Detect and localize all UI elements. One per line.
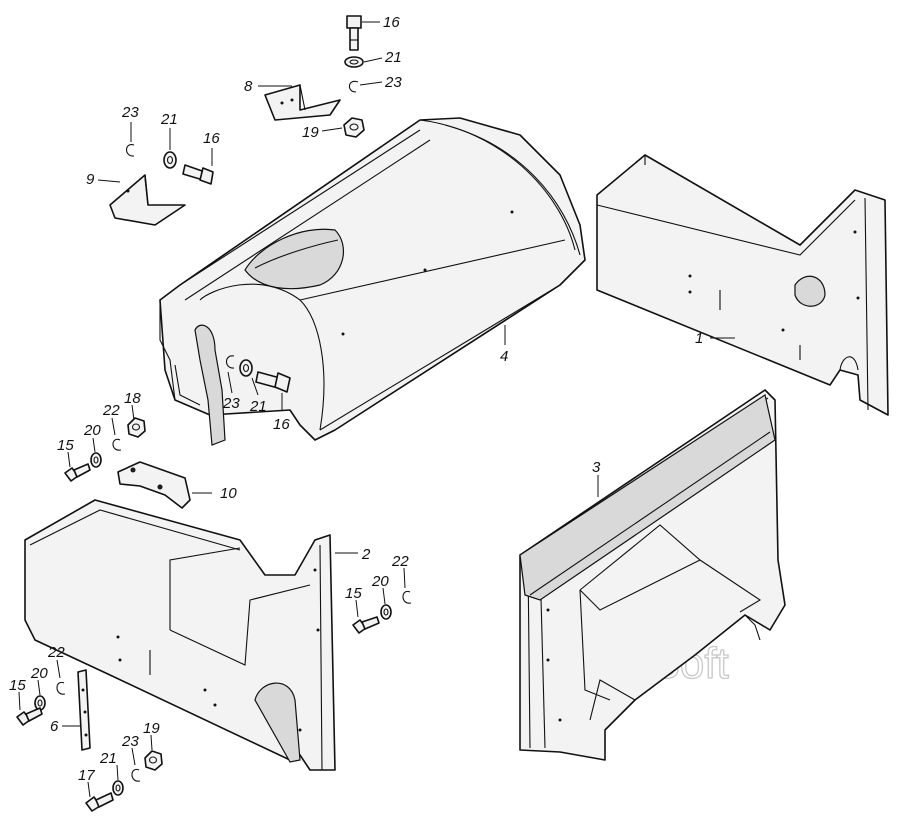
part-3-bulkhead-panel	[519, 389, 786, 761]
lockwasher-23-top	[348, 80, 359, 93]
callout-10: 10	[220, 485, 237, 502]
callout-19: 19	[302, 124, 319, 141]
callout-22: 22	[391, 553, 409, 570]
lockwasher-22-b	[402, 590, 412, 604]
washer-20-b	[380, 604, 392, 620]
washer-21-bottom	[112, 780, 124, 796]
callout-22: 22	[102, 402, 120, 419]
washer-20-a	[90, 452, 102, 468]
lockwasher-22-a	[112, 438, 122, 451]
callout-19: 19	[143, 720, 160, 737]
part-6-strap	[77, 669, 91, 751]
washer-21-top	[344, 56, 364, 68]
bolt-15-a	[64, 463, 91, 482]
callout-4: 4	[500, 348, 508, 365]
leader-lines	[18, 21, 735, 798]
bolt-15-b	[352, 616, 380, 634]
callout-3: 3	[592, 459, 601, 476]
callout-23: 23	[121, 104, 139, 121]
callout-labels: 16 21 23 8 19 23 21 16 9 4 1 23 21 16 22…	[9, 14, 703, 784]
part-9-bracket	[109, 174, 186, 226]
callout-15: 15	[345, 585, 362, 602]
nut-19-bottom	[144, 750, 163, 771]
part-8-bracket	[264, 84, 341, 121]
callout-6: 6	[50, 718, 59, 735]
callout-2: 2	[361, 546, 371, 563]
bolt-17	[85, 792, 114, 812]
nut-18	[127, 417, 146, 438]
part-1-side-panel	[596, 154, 889, 416]
callout-23: 23	[384, 74, 402, 91]
lockwasher-22-c	[56, 681, 66, 695]
nut-19-top	[343, 117, 365, 138]
washer-21-left	[163, 151, 177, 169]
callout-1: 1	[695, 330, 703, 347]
callout-20: 20	[83, 422, 101, 439]
callout-20: 20	[30, 665, 48, 682]
part-2-side-panel	[24, 499, 336, 771]
callout-21: 21	[160, 111, 178, 128]
callout-18: 18	[124, 390, 141, 407]
callout-9: 9	[86, 171, 95, 188]
lockwasher-23-left	[125, 144, 135, 157]
callout-8: 8	[244, 78, 253, 95]
bolt-15-c	[16, 707, 43, 726]
part-4-cover	[159, 117, 586, 446]
lockwasher-23-cover	[225, 355, 235, 369]
lockwasher-23-bottom	[131, 768, 141, 782]
callout-21: 21	[249, 398, 267, 415]
bolt-16-left	[182, 164, 214, 185]
bolt-16-top	[346, 15, 362, 51]
callout-21: 21	[99, 750, 117, 767]
callout-22: 22	[47, 644, 65, 661]
callout-21: 21	[384, 49, 402, 66]
callout-23: 23	[222, 395, 240, 412]
callout-17: 17	[78, 767, 95, 784]
callout-23: 23	[121, 733, 139, 750]
bolt-16-cover	[255, 371, 291, 393]
callout-16: 16	[203, 130, 220, 147]
callout-15: 15	[57, 437, 74, 454]
washer-21-cover	[239, 359, 253, 377]
part-10-bracket	[117, 461, 191, 509]
callout-15: 15	[9, 677, 26, 694]
callout-16: 16	[383, 14, 400, 31]
callout-16: 16	[273, 416, 290, 433]
callout-20: 20	[371, 573, 389, 590]
